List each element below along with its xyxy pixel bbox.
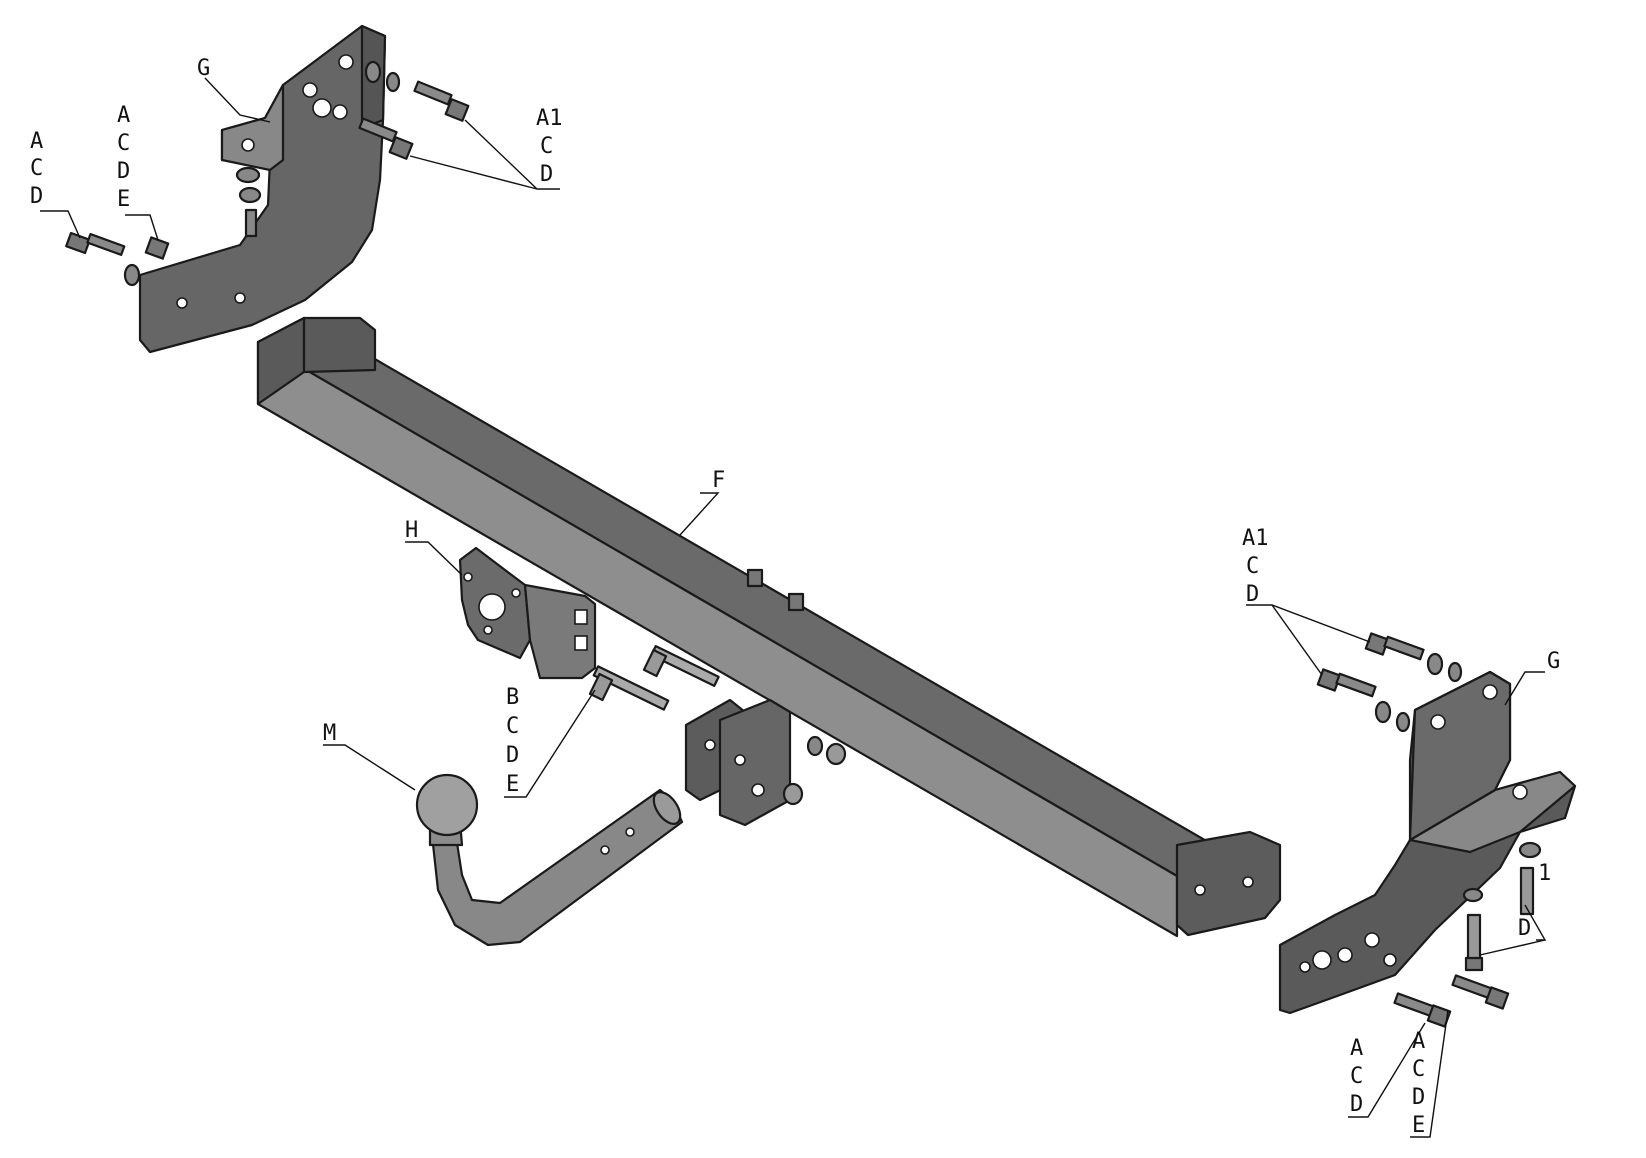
label-g-right: G [1547,649,1560,674]
label-one: 1 [1538,861,1551,886]
label-acd-bottom-a: A [1350,1036,1363,1061]
label-acde-left-a: A [117,103,130,128]
tow-ball-m [415,773,684,947]
label-acde-bottom-c: C [1412,1057,1425,1082]
label-acde-left-c: C [117,131,130,156]
label-a1cd-right-c: C [1246,554,1259,579]
center-mount-plates [684,568,847,827]
left-bracket-g [138,24,387,354]
label-acd-bottom-c: C [1350,1064,1363,1089]
label-acd-bottom-d: D [1350,1092,1363,1117]
label-bcde-e: E [506,772,519,797]
center-bolts-b [588,645,720,711]
part-labels: G A C D A C D E A1 C D F H B C D E M A1 … [30,56,1560,1138]
label-acd-left-d: D [30,184,43,209]
label-bcde-c: C [506,714,519,739]
leader-lines [40,77,1547,1138]
label-acde-bottom-a: A [1412,1029,1425,1054]
label-bcde-d: D [506,743,519,768]
label-acde-left-d: D [117,159,130,184]
right-bracket-g [1278,670,1577,1015]
label-acd-left-a: A [30,129,43,154]
label-acde-bottom-d: D [1412,1085,1425,1110]
label-f: F [712,468,725,493]
label-g-left: G [197,56,210,81]
label-acd-left-c: C [30,156,43,181]
label-acde-bottom-e: E [1412,1113,1425,1138]
label-a1cd-right-a1: A1 [1242,526,1269,551]
label-bcde-b: B [506,685,519,710]
socket-plate-h [458,546,597,680]
label-one-d: D [1518,916,1531,941]
right-fasteners [1316,632,1542,1028]
left-fasteners [65,60,470,287]
label-acde-left-e: E [117,187,130,212]
label-m: M [323,721,336,746]
label-a1cd-top-a1: A1 [536,106,563,131]
label-a1cd-top-c: C [540,134,553,159]
label-h: H [405,518,418,543]
label-a1cd-right-d: D [1246,582,1259,607]
main-crossbar-f [256,316,1282,938]
label-a1cd-top-d: D [540,162,553,187]
